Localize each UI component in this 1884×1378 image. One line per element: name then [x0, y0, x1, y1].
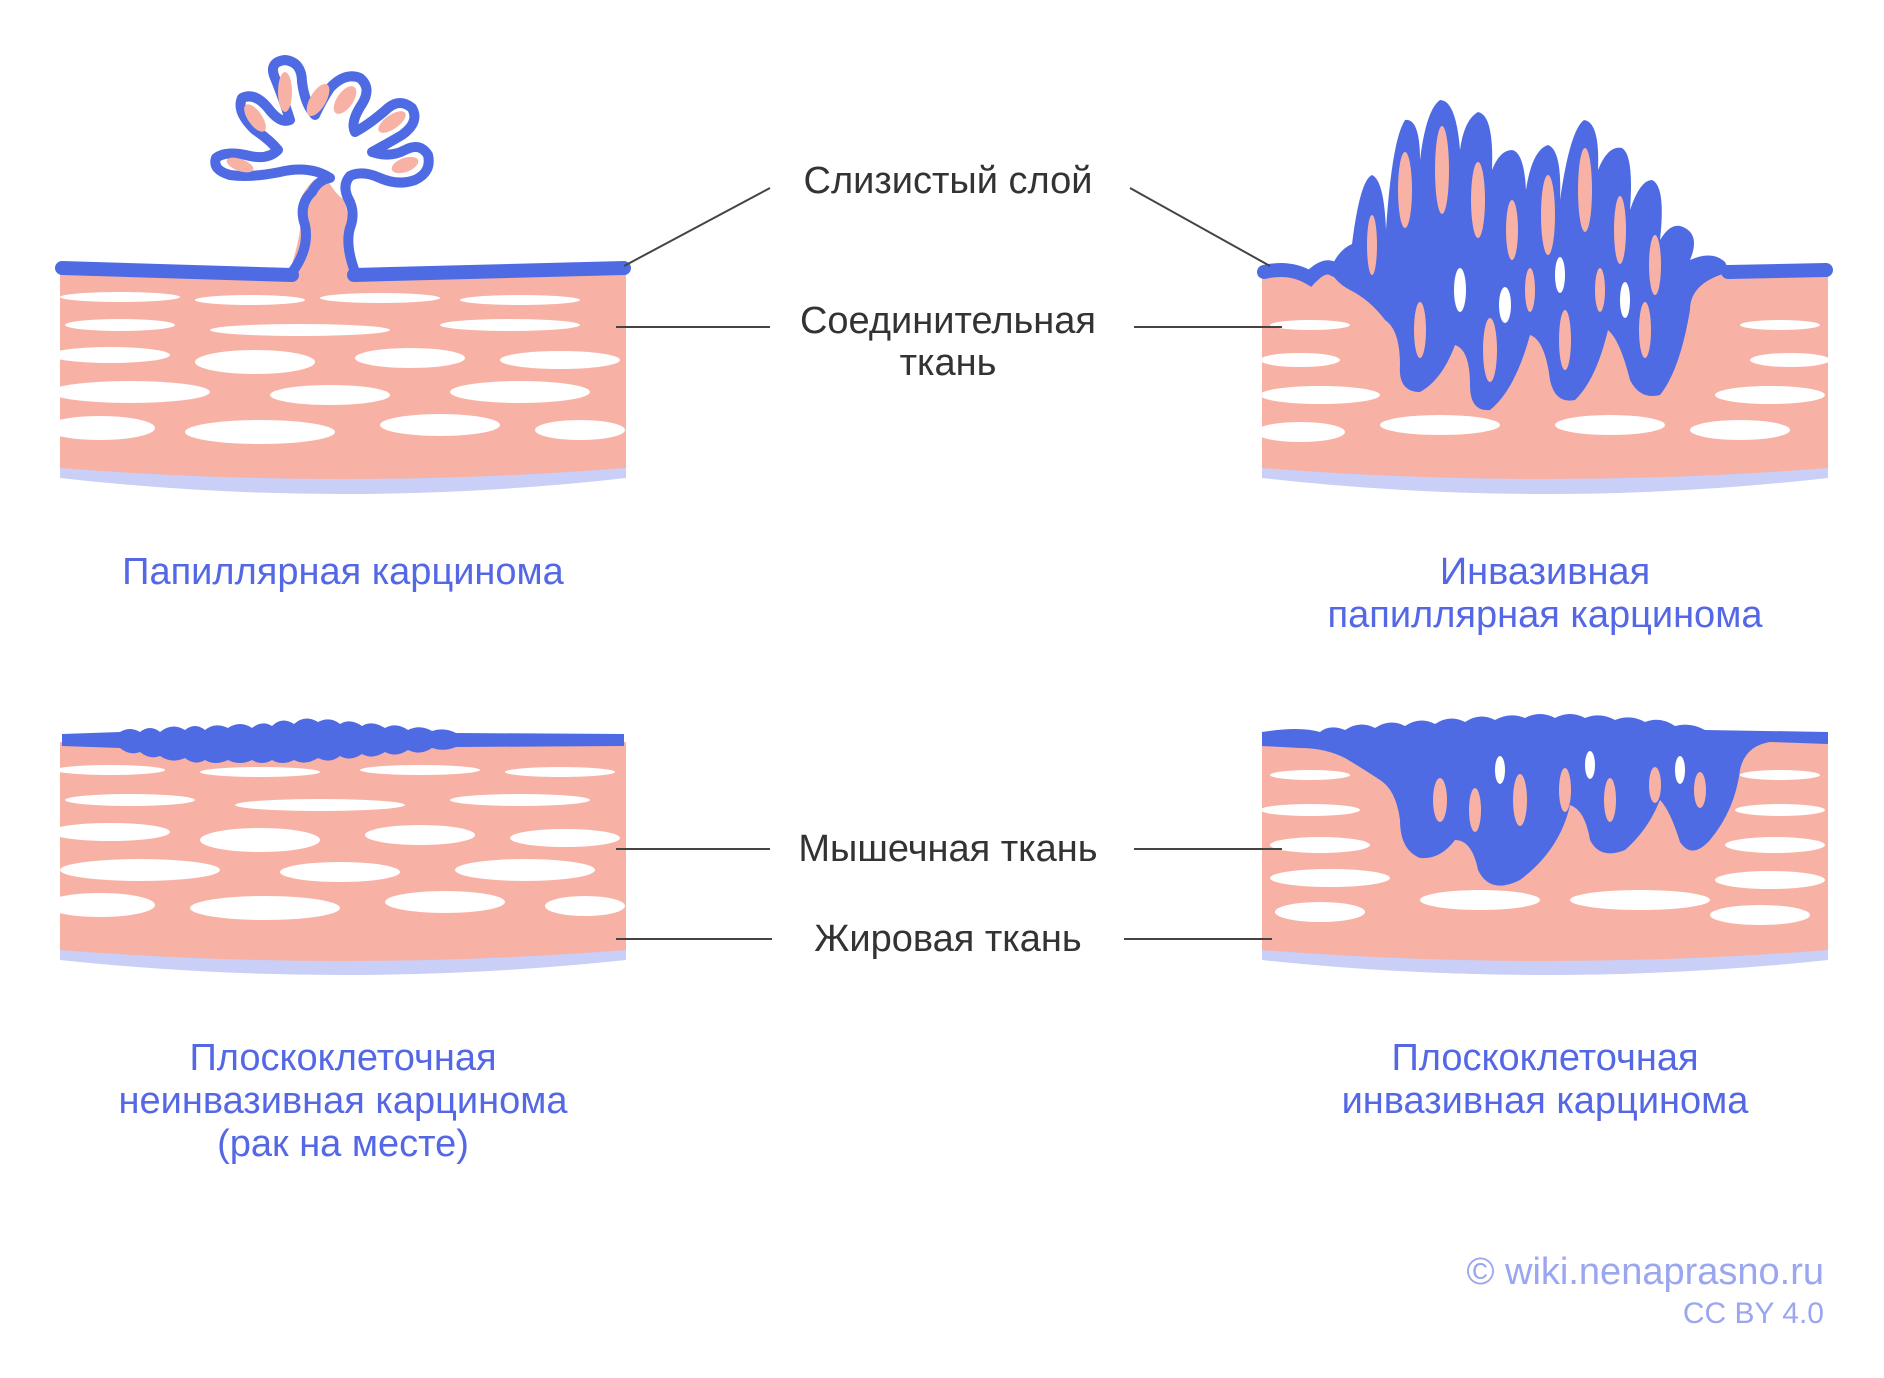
caption-line: Папиллярная карцинома: [122, 551, 564, 593]
caption-line: Плоскоклеточная: [1391, 1037, 1699, 1079]
papillary-tumor: [210, 55, 434, 280]
caption-invasive-papillary: Инвазивная папиллярная карцинома: [1245, 551, 1845, 637]
copyright-license: CC BY 4.0: [1682, 1297, 1824, 1330]
connective-streaks: [60, 292, 625, 444]
leader-mucosa-right: [1129, 187, 1271, 267]
label-connective: Соединительная ткань: [772, 300, 1124, 384]
caption-line: инвазивная карцинома: [1341, 1080, 1749, 1122]
panel-squamous-noninvasive: [60, 718, 626, 975]
invasive-papillary-tumor: [1330, 100, 1730, 411]
panel-squamous-invasive: [1262, 714, 1828, 975]
leader-mucosa-left: [623, 187, 771, 267]
caption-line: папиллярная карцинома: [1327, 594, 1763, 636]
panel-invasive-papillary: [1257, 100, 1833, 494]
label-line: Жировая ткань: [814, 918, 1082, 960]
mucosa-layer: [55, 261, 631, 282]
mucosa-layer: [1257, 260, 1833, 287]
label-muscle: Мышечная ткань: [772, 828, 1124, 870]
caption-line: (рак на месте): [217, 1123, 469, 1165]
caption-line: Плоскоклеточная: [189, 1037, 497, 1079]
label-line: Слизистый слой: [803, 160, 1093, 202]
connective-streaks: [1262, 320, 1828, 442]
label-mucosa: Слизистый слой: [772, 160, 1124, 202]
copyright-notice: © wiki.nenaprasno.ru CC BY 4.0: [1466, 1250, 1824, 1334]
caption-line: Инвазивная: [1439, 551, 1651, 593]
leader-lines: [616, 187, 1282, 940]
connective-streaks: [1262, 770, 1825, 925]
label-line: Соединительная: [799, 300, 1096, 342]
label-fat: Жировая ткань: [772, 918, 1124, 960]
caption-line: неинвазивная карцинома: [118, 1080, 568, 1122]
invasive-squamous-tumor: [1262, 714, 1828, 886]
caption-squamous-invasive: Плоскоклеточная инвазивная карцинома: [1245, 1037, 1845, 1123]
connective-streaks: [60, 765, 625, 920]
label-line: ткань: [899, 342, 997, 384]
copyright-site: © wiki.nenaprasno.ru: [1466, 1251, 1824, 1293]
caption-papillary: Папиллярная карцинома: [43, 551, 643, 594]
in-situ-tumor: [62, 718, 624, 763]
panel-papillary: [55, 55, 631, 494]
label-line: Мышечная ткань: [798, 828, 1098, 870]
caption-squamous-noninvasive: Плоскоклеточная неинвазивная карцинома (…: [43, 1037, 643, 1166]
